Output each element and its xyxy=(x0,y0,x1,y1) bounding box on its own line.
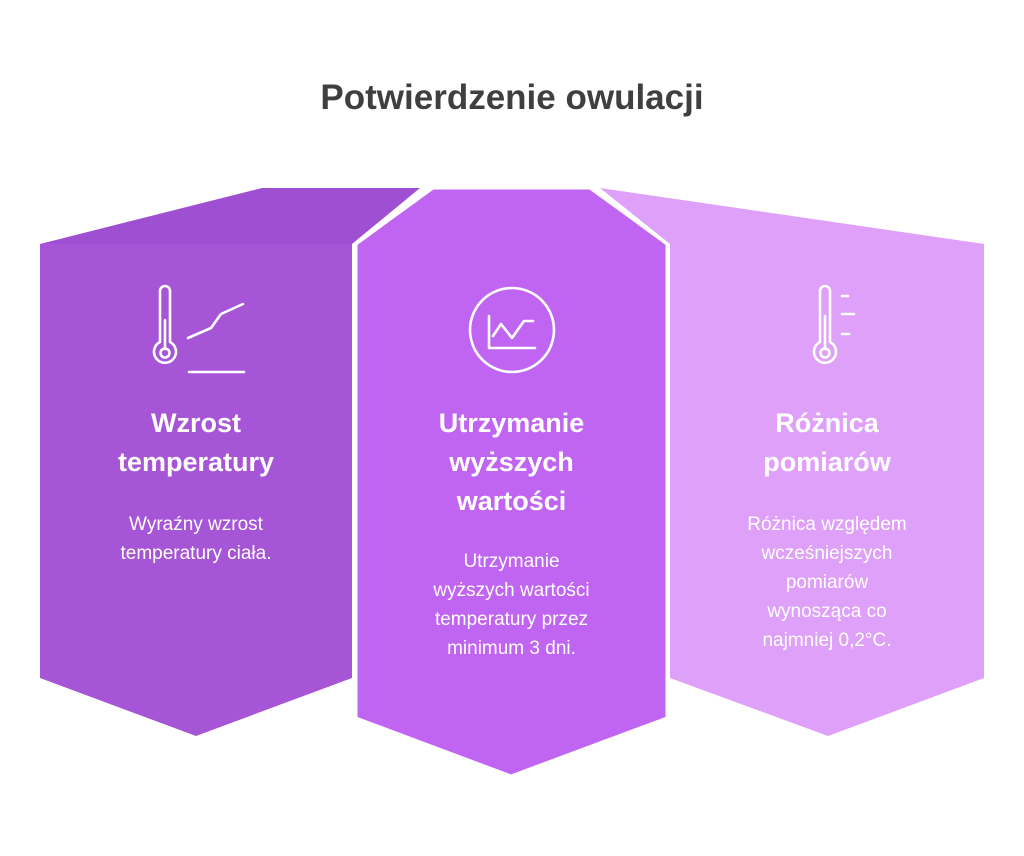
panel-3-text-line: Różnica względem xyxy=(747,514,907,535)
thermometer-rising-line-icon xyxy=(152,284,246,374)
panel-2-text-line: wyższych wartości xyxy=(433,580,590,601)
panel-2-text-line: minimum 3 dni. xyxy=(447,638,576,659)
thermometer-scale-icon xyxy=(812,284,856,365)
panel-2-heading-line: Utrzymanie xyxy=(438,408,585,438)
panel-left-shape xyxy=(40,244,352,736)
panel-1-heading: Wzrost temperatury xyxy=(40,404,352,482)
panel-2-text-line: temperatury przez xyxy=(434,609,589,630)
panel-3-text-line: wynosząca co xyxy=(767,601,887,622)
panel-maintain-higher: Utrzymanie wyższych wartości Utrzymanie … xyxy=(356,280,667,663)
panel-2-description: Utrzymanie wyższych wartości temperatury… xyxy=(356,547,667,663)
panel-2-heading-line: wyższych xyxy=(449,447,574,477)
panel-3-heading-line: pomiarów xyxy=(763,447,891,477)
panel-1-text-line: Wyraźny wzrost xyxy=(129,514,263,535)
panel-3-text-line: wcześniejszych xyxy=(761,543,893,564)
panel-temperature-rise: Wzrost temperatury Wyraźny wzrost temper… xyxy=(40,280,352,568)
panel-3-heading: Różnica pomiarów xyxy=(670,404,984,482)
panel-3-text-line: pomiarów xyxy=(785,572,869,593)
panel-right-shape xyxy=(600,188,984,736)
panel-center-shape xyxy=(354,186,669,778)
panel-measurement-difference: Różnica pomiarów Różnica względem wcześn… xyxy=(670,280,984,655)
panel-1-text-line: temperatury ciała. xyxy=(120,543,272,564)
panel-left-top-shape xyxy=(40,188,420,244)
panel-1-heading-line: temperatury xyxy=(117,447,275,477)
panel-2-heading-line: wartości xyxy=(456,486,567,516)
panel-1-heading-line: Wzrost xyxy=(151,408,241,438)
panel-3-heading-line: Różnica xyxy=(775,408,879,438)
panel-1-description: Wyraźny wzrost temperatury ciała. xyxy=(40,510,352,568)
panel-2-text-line: Utrzymanie xyxy=(463,551,560,572)
panel-3-description: Różnica względem wcześniejszych pomiarów… xyxy=(670,510,984,655)
page-title: Potwierdzenie owulacji xyxy=(320,78,704,117)
panel-3-text-line: najmniej 0,2°C. xyxy=(762,630,892,651)
line-chart-circle-icon xyxy=(468,286,555,374)
panel-2-heading: Utrzymanie wyższych wartości xyxy=(356,404,667,521)
